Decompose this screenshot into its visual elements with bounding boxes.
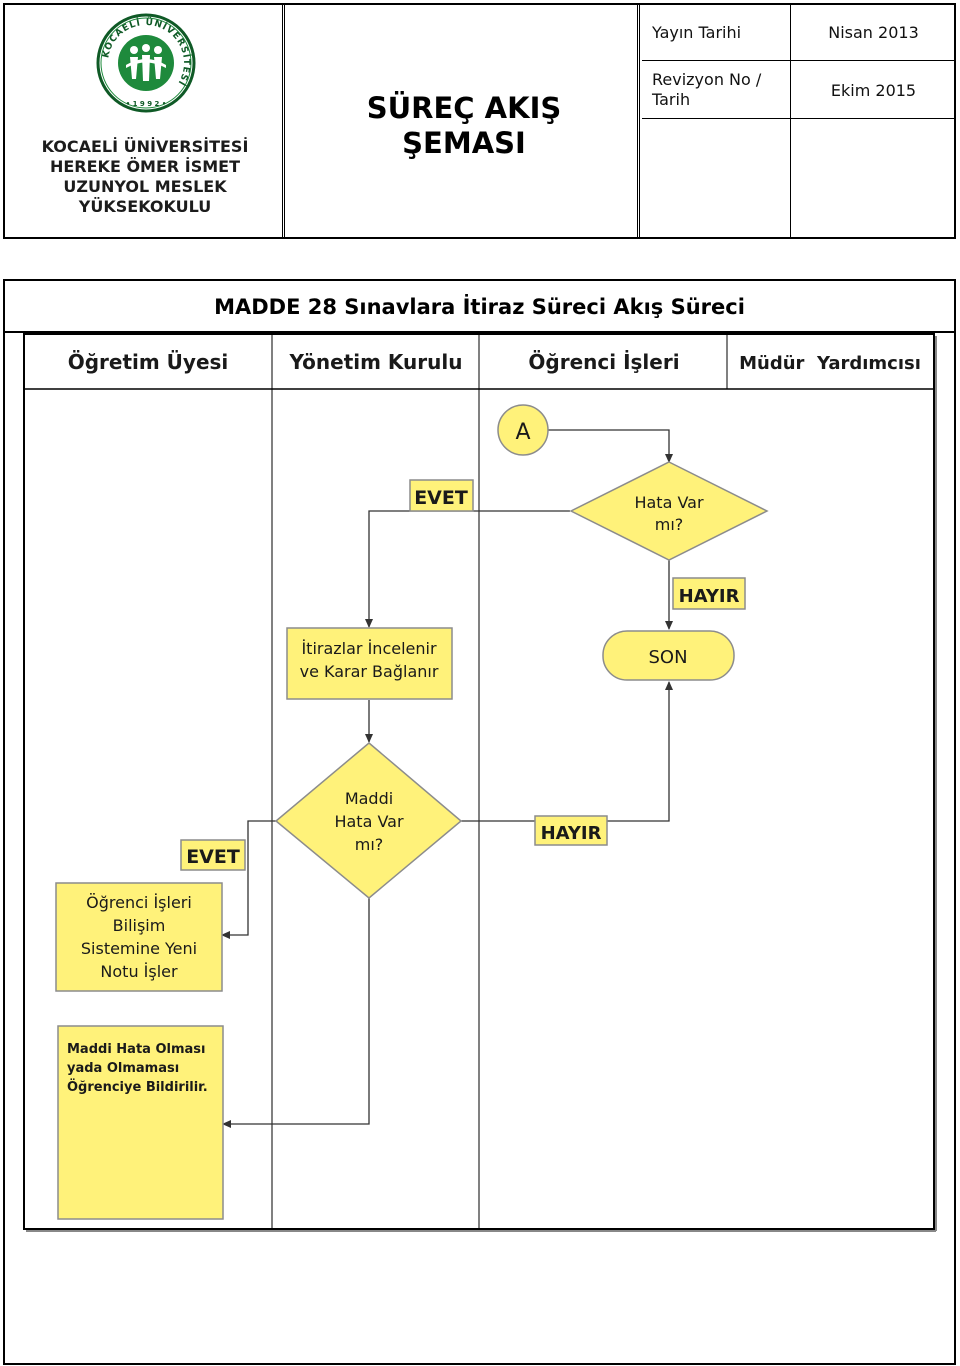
section-title: MADDE 28 Sınavlara İtiraz Süreci Akış Sü… (214, 295, 745, 319)
process-notify-line: Maddi Hata Olması (67, 1042, 206, 1057)
process-update-line: Notu İşler (100, 962, 178, 981)
lane-mudur-yardimcisi: Müdür Yardımcısı (739, 353, 921, 374)
revision-label: Revizyon No / Tarih (652, 70, 761, 110)
revision-row: Revizyon No / Tarih Ekim 2015 (642, 61, 956, 119)
arrow-evet-to-review (365, 510, 570, 628)
lane-ogrenci-isleri: Öğrenci İşleri (528, 350, 679, 374)
label-evet-2: EVET (180, 839, 246, 871)
decision-1-line: mı? (655, 515, 684, 534)
institution-line: KOCAELİ ÜNİVERSİTESİ (41, 137, 249, 156)
institution-name: KOCAELİ ÜNİVERSİTESİ HEREKE ÖMER İSMET U… (5, 137, 285, 217)
process-ogrenciye-bildirilir: Maddi Hata Olması yada Olmaması Öğrenciy… (57, 1025, 224, 1220)
revision-value: Ekim 2015 (830, 81, 917, 100)
title-cell: SÜREÇ AKIŞ ŞEMASI (288, 5, 640, 237)
svg-text:SON: SON (648, 647, 687, 668)
revision-label-line: Revizyon No / (652, 70, 762, 89)
label-hayir-2: HAYIR (534, 815, 608, 846)
arrow-a-to-decision (548, 429, 673, 463)
arrow-decision2-to-notify (222, 898, 370, 1128)
arrow-evet2-to-update (221, 820, 276, 939)
decision-2-line: mı? (355, 835, 384, 854)
process-update-line: Bilişim (113, 916, 166, 935)
arrow-hayir2-to-son (461, 681, 673, 822)
connector-lines (221, 429, 673, 1128)
institution-line: UZUNYOL MESLEK (63, 177, 227, 196)
connector-a-label: A (515, 420, 530, 445)
process-review-line: ve Karar Bağlanır (300, 662, 439, 681)
terminator-son: SON (602, 630, 735, 681)
process-review-line: İtirazlar İncelenir (301, 639, 437, 658)
institution-line: YÜKSEKOKULU (78, 197, 212, 216)
decision-maddi-hata: Maddi Hata Var mı? (274, 742, 463, 899)
process-notu-isler: Öğrenci İşleri Bilişim Sistemine Yeni No… (55, 882, 223, 992)
publish-date-row: Yayın Tarihi Nisan 2013 (642, 5, 956, 61)
process-notify-line: Öğrenciye Bildirilir. (67, 1079, 208, 1095)
document-title-line: ŞEMASI (402, 126, 526, 160)
document-title: SÜREÇ AKIŞ ŞEMASI (288, 91, 640, 161)
section-divider (5, 331, 954, 333)
lane-ogretim-uyesi: Öğretim Üyesi (68, 350, 229, 374)
publish-date-label: Yayın Tarihi (652, 23, 742, 42)
decision-2-line: Maddi (345, 789, 393, 808)
decision-hata-var: Hata Var mı? (569, 461, 769, 561)
label-hayir-1: HAYIR (672, 577, 746, 610)
meta-cell: Yayın Tarihi Nisan 2013 Revizyon No / Ta… (642, 5, 956, 237)
revision-label-line: Tarih (652, 90, 691, 109)
process-section: MADDE 28 Sınavlara İtiraz Süreci Akış Sü… (3, 279, 956, 1365)
connector-a: A (497, 404, 549, 456)
svg-text:HAYIR: HAYIR (541, 823, 602, 844)
svg-text:EVET: EVET (414, 487, 468, 509)
decision-1-line: Hata Var (634, 493, 704, 512)
process-update-line: Öğrenci İşleri (86, 893, 192, 912)
decision-2-line: Hata Var (334, 812, 404, 831)
document-title-line: SÜREÇ AKIŞ (366, 91, 562, 125)
institution-cell: KOCAELİ ÜNİVERSİTESİ • 1 9 9 2 • KOCAELİ… (5, 5, 285, 237)
lane-yonetim-kurulu: Yönetim Kurulu (289, 350, 463, 374)
publish-date-value: Nisan 2013 (828, 23, 919, 42)
document-header: KOCAELİ ÜNİVERSİTESİ • 1 9 9 2 • KOCAELİ… (3, 3, 956, 239)
process-notify-line: yada Olmaması (67, 1061, 179, 1076)
university-logo: KOCAELİ ÜNİVERSİTESİ • 1 9 9 2 • (96, 13, 196, 113)
label-evet-1: EVET (409, 479, 474, 512)
process-itirazlar-incelenir: İtirazlar İncelenir ve Karar Bağlanır (286, 627, 453, 700)
institution-line: HEREKE ÖMER İSMET (49, 157, 241, 176)
svg-text:EVET: EVET (186, 846, 240, 868)
svg-text:HAYIR: HAYIR (679, 586, 740, 607)
logo-year: • 1 9 9 2 • (126, 100, 167, 108)
process-update-line: Sistemine Yeni (81, 939, 197, 958)
meta-divider (790, 5, 791, 237)
